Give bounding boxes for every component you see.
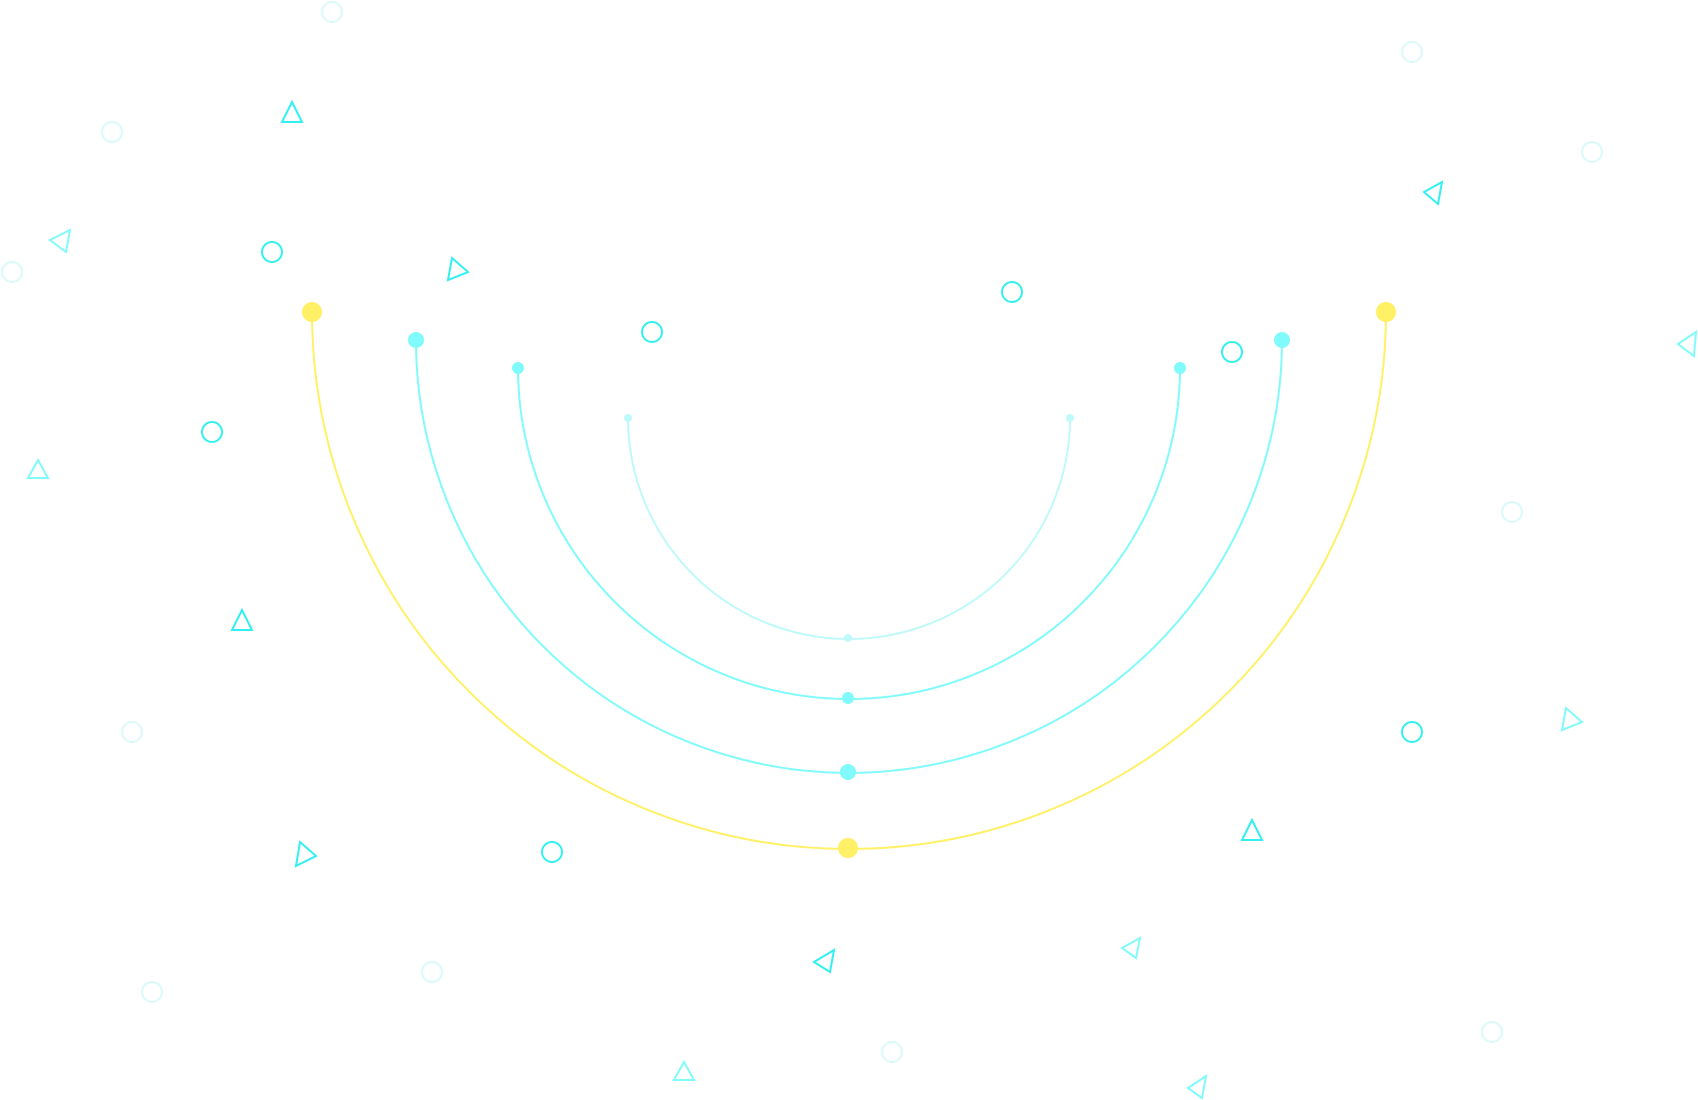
circle-outline — [1221, 341, 1243, 363]
triangle-outline — [48, 228, 72, 254]
circle-outline — [1001, 281, 1023, 303]
circle-outline — [1, 261, 23, 283]
dot-cyan-second-left — [408, 332, 424, 348]
dot-cyan-inner-left — [624, 414, 632, 422]
triangle-outline — [672, 1059, 696, 1081]
triangle-outline — [812, 948, 836, 974]
triangle-outline — [1240, 817, 1264, 841]
scatter-circles — [1, 1, 1603, 1063]
triangle-outline — [26, 457, 50, 479]
circle-outline — [1481, 1021, 1503, 1043]
circle-outline — [201, 421, 223, 443]
triangle-outline — [1120, 936, 1142, 960]
dot-cyan-third-right — [1174, 362, 1186, 374]
dot-cyan-third-bottom — [842, 692, 854, 704]
dot-yellow-bottom — [838, 838, 858, 858]
circle-outline — [641, 321, 663, 343]
arc-cyan-third — [517, 367, 1181, 700]
circle-outline — [321, 1, 343, 23]
circle-outline — [421, 961, 443, 983]
dot-cyan-inner-right — [1066, 414, 1074, 422]
arc-endpoint-dots — [302, 302, 1396, 858]
circle-outline — [141, 981, 163, 1003]
circle-outline — [1501, 501, 1523, 523]
triangle-outline — [1186, 1073, 1208, 1100]
arc-cyan-second — [415, 339, 1283, 774]
dot-cyan-inner-bottom — [844, 634, 852, 642]
triangle-outline — [294, 840, 318, 868]
circle-outline — [881, 1041, 903, 1063]
dot-cyan-second-bottom — [840, 764, 856, 780]
arc-cyan-inner — [627, 417, 1071, 640]
triangle-outline — [1676, 330, 1698, 358]
circle-outline — [101, 121, 123, 143]
circle-outline — [1401, 721, 1423, 743]
circle-outline — [261, 241, 283, 263]
triangle-outline — [1560, 706, 1584, 732]
circle-outline — [121, 721, 143, 743]
dot-cyan-third-left — [512, 362, 524, 374]
triangle-outline — [230, 607, 254, 631]
circle-outline — [541, 841, 563, 863]
triangle-outline — [446, 256, 470, 282]
triangle-outline — [1422, 180, 1444, 206]
dot-yellow-left — [302, 302, 322, 322]
scatter-triangles — [26, 99, 1698, 1100]
triangle-outline — [280, 99, 304, 123]
dot-cyan-second-right — [1274, 332, 1290, 348]
circle-outline — [1581, 141, 1603, 163]
circle-outline — [1401, 41, 1423, 63]
dot-yellow-right — [1376, 302, 1396, 322]
